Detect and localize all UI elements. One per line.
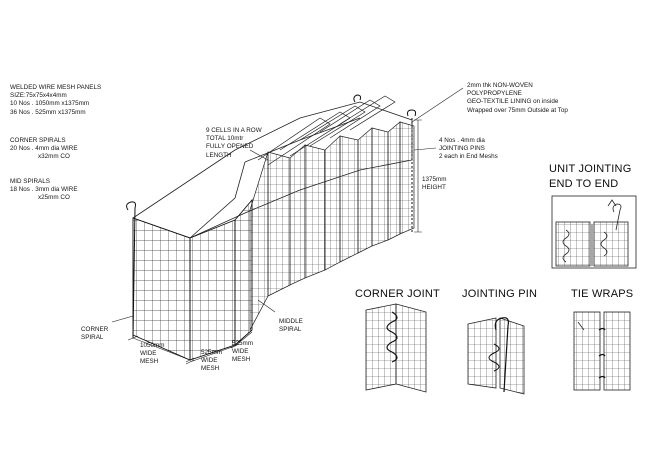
jointing-pin-detail (467, 317, 525, 395)
mid-spirals-title: MID SPIRALS (10, 178, 50, 185)
cell-mesh-walls (249, 121, 415, 331)
middle-spiral-line-2: SPIRAL (279, 326, 302, 334)
height-line-2: HEIGHT (422, 184, 446, 192)
middle-spiral-label: MIDDLE SPIRAL (279, 318, 303, 334)
cells-line-2: TOTAL 10mtr (206, 135, 244, 143)
mid-spirals-note: MID SPIRALS 18 Nos . 3mm dia WIRE x25mm … (10, 178, 78, 203)
corner-spirals-note: CORNER SPIRALS 20 Nos . 4mm dia WIRE x32… (10, 137, 78, 162)
wide-525-b-line-1: 525mm (232, 340, 253, 347)
cells-line-1: 9 CELLS IN A ROW (206, 127, 262, 134)
unit-jointing-detail (551, 195, 637, 269)
corner-spirals-line-2: x32mm CO (38, 153, 70, 161)
wide-525-a-line-2: WIDE (201, 357, 218, 365)
wide-525-a-line-3: MESH (201, 365, 220, 373)
geotextile-line-2: POLYPROPYLENE (467, 90, 522, 98)
corner-spirals-title: CORNER SPIRALS (10, 137, 66, 144)
geotextile-line-3: GEO-TEXTILE LINING on inside (467, 98, 559, 106)
wide-1050-line-2: WIDE (140, 350, 157, 358)
height-line-1: 1375mm (422, 176, 447, 183)
mid-spirals-line-2: x25mm CO (38, 194, 70, 202)
jointing-pins-line-3: 2 each in End Meshs (439, 153, 498, 161)
wide-1050-line-3: MESH (140, 358, 159, 366)
unit-jointing-heading: UNIT JOINTING END TO END (549, 162, 631, 192)
middle-spiral-line-1: MIDDLE (279, 318, 303, 325)
corner-joint-heading: CORNER JOINT (355, 288, 440, 300)
unit-jointing-line-1: UNIT JOINTING (549, 163, 632, 175)
panels-line-2: 10 Nos . 1050mm x1375mm (10, 100, 90, 108)
corner-spiral-line-2: SPIRAL (81, 334, 104, 342)
wide-525-b-label: 525mm WIDE MESH (232, 340, 253, 365)
wide-525-b-line-2: WIDE (232, 348, 249, 356)
corner-spiral-line-1: CORNER (81, 326, 109, 333)
corner-spiral-label: CORNER SPIRAL (81, 326, 108, 342)
panels-title: WELDED WIRE MESH PANELS (10, 84, 102, 91)
panels-line-1: SIZE:75x75x4x4mm (10, 92, 67, 100)
leader-lines (111, 87, 464, 365)
height-note: 1375mm HEIGHT (422, 176, 447, 192)
spiral-marks (126, 94, 417, 362)
geotextile-line-1: 2mm thk NON-WOVEN (467, 82, 533, 89)
geotextile-note: 2mm thk NON-WOVEN POLYPROPYLENE GEO-TEXT… (467, 82, 568, 115)
wide-525-b-line-3: MESH (232, 356, 251, 364)
cells-line-3: FULLY OPENED (206, 143, 254, 151)
front-mesh-panels (132, 198, 253, 361)
cells-note: 9 CELLS IN A ROW TOTAL 10mtr FULLY OPENE… (206, 127, 262, 160)
corner-joint-detail (365, 303, 427, 393)
cells-line-4: LENGTH (206, 151, 232, 159)
tie-wraps-heading: TIE WRAPS (571, 288, 634, 300)
tie-wraps-detail (573, 311, 631, 391)
unit-jointing-line-2: END TO END (549, 178, 619, 190)
corner-spirals-line-1: 20 Nos . 4mm dia WIRE (10, 145, 78, 153)
geotextile-line-4: Wrapped over 75mm Outside at Top (467, 106, 568, 114)
jointing-pins-line-1: 4 Nos . 4mm dia (439, 137, 485, 144)
jointing-pins-line-2: JOINTING PINS (439, 145, 485, 153)
panels-note: WELDED WIRE MESH PANELS SIZE:75x75x4x4mm… (10, 84, 101, 117)
cell-open-frames (257, 95, 396, 166)
mid-spirals-line-1: 18 Nos . 3mm dia WIRE (10, 186, 78, 194)
jointing-pins-note: 4 Nos . 4mm dia JOINTING PINS 2 each in … (439, 137, 498, 162)
jointing-pin-heading: JOINTING PIN (462, 288, 538, 300)
panels-line-3: 36 Nos . 525mm x1375mm (10, 108, 86, 116)
